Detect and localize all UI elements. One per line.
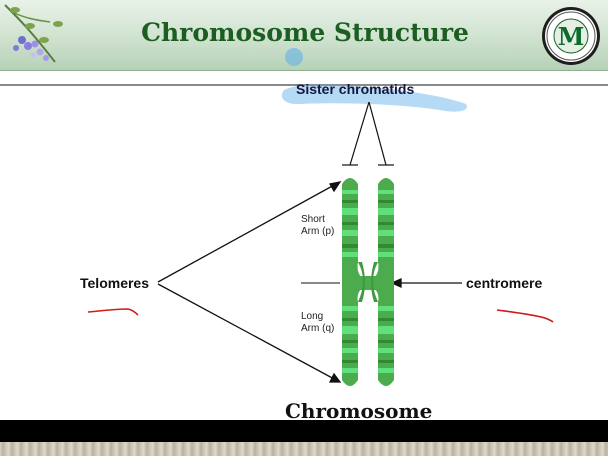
sister-chromatids-label: Sister chromatids bbox=[296, 81, 415, 97]
footer-strip bbox=[0, 442, 608, 456]
slide-header: Chromosome Structure M bbox=[0, 0, 608, 71]
long-arm-label: Long Arm (q) bbox=[301, 311, 335, 334]
telomeres-label: Telomeres bbox=[80, 275, 149, 291]
chromosome-label: Chromosome bbox=[285, 399, 433, 423]
centromere-arrow bbox=[390, 277, 462, 289]
highlighter-stroke bbox=[281, 84, 467, 112]
chromatid-bands bbox=[342, 190, 394, 373]
red-annotation-left bbox=[87, 308, 139, 316]
diagram-panel bbox=[0, 168, 608, 420]
sister-chromatid-pointer bbox=[342, 101, 394, 166]
flower-decoration bbox=[4, 4, 63, 63]
university-seal-icon: M bbox=[542, 7, 600, 65]
bottom-black-band bbox=[0, 420, 608, 442]
short-arm-label: Short Arm (p) bbox=[301, 214, 335, 237]
slide-title: Chromosome Structure bbox=[141, 18, 469, 47]
highlighter-dot bbox=[285, 48, 303, 66]
centromere-label: centromere bbox=[466, 275, 543, 291]
centromere-bridge bbox=[358, 276, 378, 290]
telomere-arrows bbox=[157, 181, 342, 383]
header-divider bbox=[0, 84, 608, 86]
red-annotation-right bbox=[496, 309, 554, 323]
seal-letter: M bbox=[558, 22, 585, 51]
